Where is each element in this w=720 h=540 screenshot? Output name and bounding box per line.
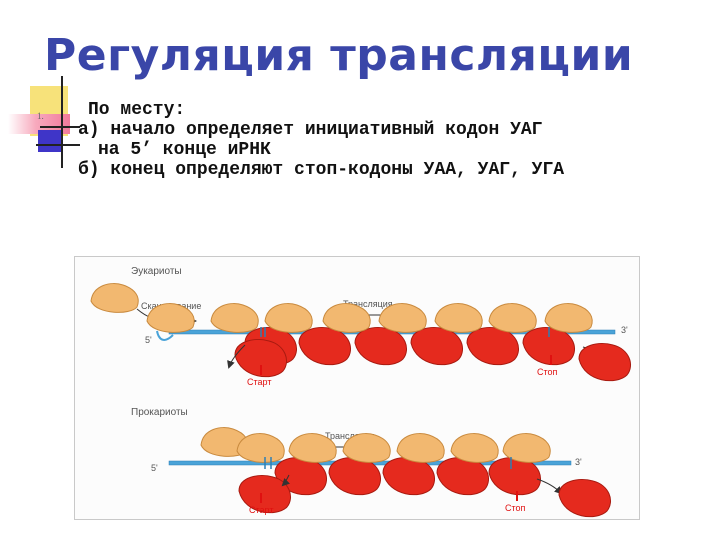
bullet-decoration-line [36, 144, 80, 146]
stop-label: Стоп [537, 367, 558, 377]
translation-diagram-svg: Эукариоты Сканирование Трансляция 5' 3' [90, 266, 632, 518]
five-prime-label: 5' [151, 463, 158, 473]
prokaryotes-label: Прокариоты [131, 407, 188, 418]
start-label: Старт [247, 377, 271, 387]
translation-diagram: Эукариоты Сканирование Трансляция 5' 3' [74, 256, 640, 520]
bullet-number: 1. [37, 111, 44, 121]
eukaryotes-label: Эукариоты [131, 266, 182, 277]
translation-label-prokaryotes: Трансляция [325, 431, 375, 441]
three-prime-label: 3' [621, 325, 628, 335]
body-line: По месту: [88, 100, 186, 120]
five-prime-label: 5' [145, 335, 152, 345]
arrow [281, 474, 291, 487]
bullet-decoration-pink [8, 114, 70, 134]
body-line: на 5’ конце иРНК [98, 140, 271, 160]
three-prime-label: 3' [575, 457, 582, 467]
slide-body: По месту: а) начало определяет инициатив… [78, 100, 564, 180]
translation-label-eukaryotes: Трансляция [343, 299, 393, 309]
ribosome-large-subunit-released [558, 479, 612, 518]
bullet-decoration-line [40, 126, 80, 128]
stop-label: Стоп [505, 503, 526, 513]
arrow [227, 344, 246, 369]
ribosome-large-subunit-released [578, 343, 632, 382]
ribosome-small-subunit [90, 283, 139, 313]
bullet-decoration-blue [38, 130, 62, 152]
body-line: а) начало определяет инициативный кодон … [78, 120, 543, 140]
start-label: Старт [249, 505, 273, 515]
mrna-cap [156, 330, 174, 341]
body-line: б) конец определяют стоп-кодоны УАА, УАГ… [78, 160, 565, 180]
slide-title: Регуляция трансляции [44, 30, 634, 81]
bullet-decoration-line [61, 76, 63, 168]
